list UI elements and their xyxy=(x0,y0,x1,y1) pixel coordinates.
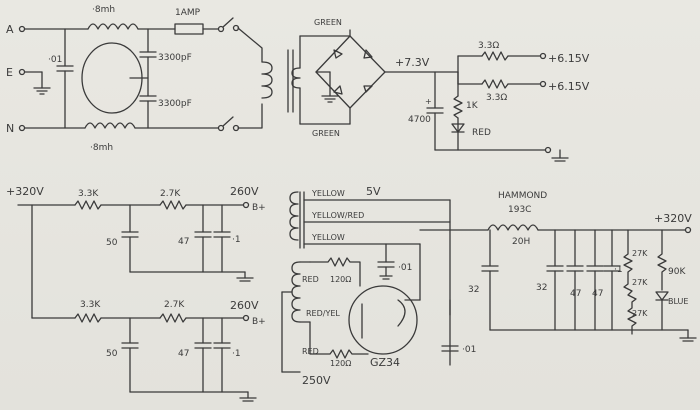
cap-01-ht-label: ·01 xyxy=(398,263,412,273)
transformer-primary xyxy=(261,61,273,99)
sec-250-label: 250V xyxy=(302,374,331,387)
res-27k-top xyxy=(159,200,187,210)
bplus-bottom-label: B+ xyxy=(252,317,266,327)
green-bottom-label: GREEN xyxy=(312,129,340,138)
cap-32a-label: 32 xyxy=(468,285,479,295)
cap-50-top-label: 50 xyxy=(106,238,118,248)
res-27k-bottom-label: 2.7K xyxy=(164,300,185,310)
res-27k-bottom xyxy=(159,313,187,323)
res-33k-bottom xyxy=(74,313,102,323)
cap-3300-bottom-label: 3300pF xyxy=(158,99,192,109)
res-1k-label: 1K xyxy=(466,101,479,111)
choke-bottom-inductor xyxy=(84,122,136,129)
yellow-red-label: YELLOW/RED xyxy=(311,211,364,220)
res-33k-top xyxy=(74,200,102,210)
sec-5v-label: 5V xyxy=(366,185,381,198)
res-27k-b-label: 27K xyxy=(632,278,648,287)
cap-01-label: ·01 xyxy=(48,55,62,65)
res-33a xyxy=(481,51,509,61)
choke-henry-label: 20H xyxy=(512,237,530,247)
res-120b-label: 120Ω xyxy=(330,359,351,368)
terminal-n-node xyxy=(18,124,26,132)
led-blue xyxy=(655,291,669,301)
out-b-label: +6.15V xyxy=(548,80,590,93)
cap-32b-label: 32 xyxy=(536,283,547,293)
cap-1-label: ·1 xyxy=(614,265,623,275)
volt-73-label: +7.3V xyxy=(395,56,430,69)
tube-label: GZ34 xyxy=(370,356,400,369)
cap-1-bottom-label: ·1 xyxy=(232,349,241,359)
cap-3300-top-label: 3300pF xyxy=(158,53,192,63)
transformer-secondary xyxy=(291,67,301,89)
heater-supply-section: GREEN GREEN +7.3V + 4700 3.3Ω 3.3Ω xyxy=(261,18,590,162)
led-red-label: RED xyxy=(472,128,491,138)
out-260-bottom-label: 260V xyxy=(230,299,259,312)
res-27k-top-label: 2.7K xyxy=(160,189,181,199)
res-33k-top-label: 3.3K xyxy=(78,189,99,199)
yellow-label: YELLOW xyxy=(311,189,345,198)
hv-filter-bottom: 3.3K 2.7K 260V B+ 50 47 ·1 xyxy=(31,204,266,402)
out-320-label: +320V xyxy=(654,212,692,225)
res-33a-label: 3.3Ω xyxy=(478,41,499,51)
choke-top-label: ·8mh xyxy=(92,5,115,15)
ht-transformer-primary xyxy=(289,191,299,241)
hammond-label: HAMMOND xyxy=(498,191,547,201)
power-switch-top xyxy=(222,17,234,28)
fuse-label: 1AMP xyxy=(175,8,201,18)
cap-4700-label: 4700 xyxy=(408,115,431,125)
led-blue-label: BLUE xyxy=(668,297,688,306)
cap-47a-label: 47 xyxy=(570,289,581,299)
res-1k xyxy=(453,95,463,119)
terminal-e-node xyxy=(18,68,26,76)
terminal-n-label: N xyxy=(6,122,14,135)
out-a-label: +6.15V xyxy=(548,52,590,65)
hv-filter-top: +320V 3.3K 2.7K 260V B+ 50 47 ·1 xyxy=(6,185,266,282)
res-33b-label: 3.3Ω xyxy=(486,93,507,103)
rectifier-section: 5V YELLOW YELLOW/RED YELLOW ·01 RED 120Ω… xyxy=(281,185,476,387)
cap-47-top-label: 47 xyxy=(178,237,189,247)
bplus-top-label: B+ xyxy=(252,203,266,213)
svg-text:+: + xyxy=(425,97,432,106)
choke-model-label: 193C xyxy=(508,205,531,215)
cap-1-top-label: ·1 xyxy=(232,235,241,245)
cap-47b-label: 47 xyxy=(592,289,603,299)
terminal-e-label: E xyxy=(6,66,13,79)
res-90k-label: 90K xyxy=(668,267,686,277)
red-yel-label: RED/YEL xyxy=(306,309,340,318)
cap-01-b-label: ·01 xyxy=(462,345,476,355)
choke-bottom-label: ·8mh xyxy=(90,143,113,153)
ht-transformer-secondary xyxy=(291,261,301,323)
cap-50-bottom-label: 50 xyxy=(106,349,118,359)
res-27k-a-label: 27K xyxy=(632,249,648,258)
fuse-symbol xyxy=(174,23,204,35)
red-a-label: RED xyxy=(302,275,319,284)
choke-top-inductor xyxy=(87,23,139,30)
yellow2-label: YELLOW xyxy=(311,233,345,242)
res-90k xyxy=(657,229,667,291)
terminal-a-node xyxy=(18,25,26,33)
green-top-label: GREEN xyxy=(314,18,342,27)
in-320-label: +320V xyxy=(6,185,44,198)
terminal-a-label: A xyxy=(6,23,14,36)
res-33b xyxy=(481,79,509,89)
hammond-choke xyxy=(487,224,539,231)
mains-input-section: A ·8mh 1AMP E N ·8mh ·0 xyxy=(6,5,263,153)
res-120a-label: 120Ω xyxy=(330,275,351,284)
cap-47-bottom-label: 47 xyxy=(178,349,189,359)
res-27k-divider xyxy=(623,229,637,335)
gz34-tube xyxy=(348,285,418,355)
res-27k-c-label: 27K xyxy=(632,309,648,318)
res-33k-bottom-label: 3.3K xyxy=(80,300,101,310)
choke-filter-section: HAMMOND 193C 20H +320V 32 32 47 47 ·1 xyxy=(419,191,697,342)
out-260-top-label: 260V xyxy=(230,185,259,198)
power-switch-bottom xyxy=(222,116,234,127)
